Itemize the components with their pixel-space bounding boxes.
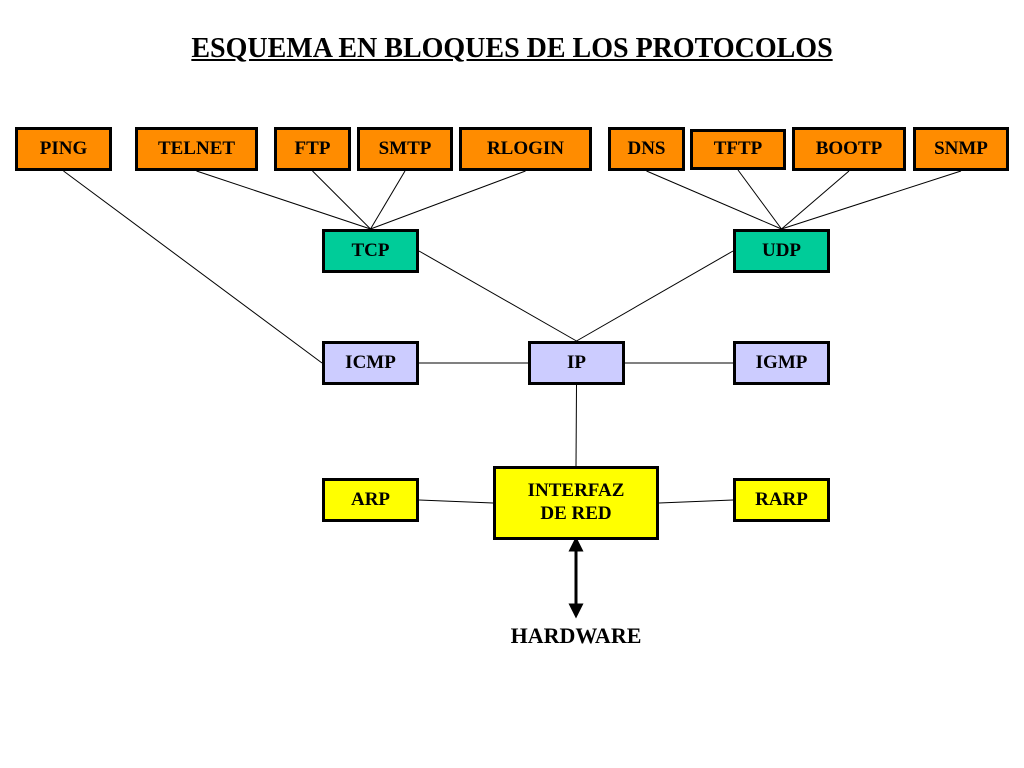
- node-snmp: SNMP: [913, 127, 1009, 171]
- node-udp: UDP: [733, 229, 830, 273]
- edge-ftp-tcp: [312, 170, 371, 230]
- node-ftp: FTP: [274, 127, 351, 171]
- node-dns: DNS: [608, 127, 685, 171]
- node-icmp: ICMP: [322, 341, 419, 385]
- node-tftp: TFTP: [690, 129, 786, 170]
- node-interfaz-de-red: INTERFAZ DE RED: [493, 466, 659, 540]
- node-igmp: IGMP: [733, 341, 830, 385]
- diagram-title: ESQUEMA EN BLOQUES DE LOS PROTOCOLOS: [191, 33, 833, 64]
- edge-dns-udp: [646, 170, 782, 230]
- edge-snmp-udp: [781, 170, 962, 230]
- edge-ip-interfaz: [575, 384, 577, 467]
- node-ip: IP: [528, 341, 625, 385]
- edge-bootp-udp: [781, 170, 850, 230]
- edge-smtp-tcp: [370, 170, 406, 230]
- node-smtp: SMTP: [357, 127, 453, 171]
- edge-ping-icmp: [63, 170, 323, 364]
- edge-rlogin-tcp: [370, 170, 526, 230]
- node-rarp: RARP: [733, 478, 830, 522]
- hardware-label: HARDWARE: [510, 623, 642, 648]
- node-telnet: TELNET: [135, 127, 258, 171]
- node-arp: ARP: [322, 478, 419, 522]
- node-rlogin: RLOGIN: [459, 127, 592, 171]
- edge-telnet-tcp: [196, 170, 371, 230]
- node-tcp: TCP: [322, 229, 419, 273]
- edge-tcp-ip: [418, 250, 577, 342]
- edge-arp-interfaz: [418, 499, 494, 504]
- edge-interfaz-rarp: [658, 499, 734, 504]
- edge-tftp-udp: [737, 169, 782, 230]
- node-bootp: BOOTP: [792, 127, 906, 171]
- node-ping: PING: [15, 127, 112, 171]
- edge-udp-ip: [576, 250, 734, 342]
